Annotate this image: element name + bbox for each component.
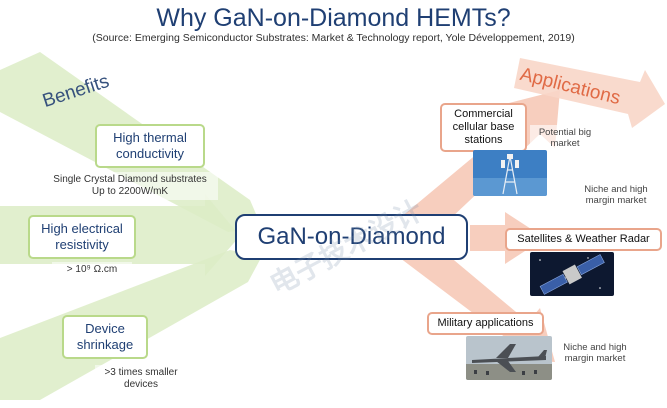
application-cellular-base-stations: Commercial cellular base stations: [440, 103, 527, 152]
application-cellular-base-stations-note: Potential big market: [530, 125, 600, 151]
military-aircraft-photo: [466, 336, 552, 380]
cell-tower-photo: [473, 150, 547, 196]
application-military-note: Niche and high margin market: [560, 340, 630, 366]
application-satellites-weather-radar: Satellites & Weather Radar: [505, 228, 662, 251]
gan-on-diamond-center-box: GaN-on-Diamond: [235, 214, 468, 260]
benefit-electrical-resistivity: High electrical resistivity: [28, 215, 136, 259]
satellite-photo: [530, 252, 614, 296]
benefit-device-shrinkage-note: >3 times smaller devices: [95, 365, 187, 393]
page-title: Why GaN-on-Diamond HEMTs?: [156, 4, 511, 32]
page-subtitle: (Source: Emerging Semiconductor Substrat…: [92, 32, 575, 44]
benefit-electrical-resistivity-note: > 10⁹ Ω.cm: [52, 262, 132, 278]
applications-header-arrow: [514, 58, 665, 128]
application-military: Military applications: [427, 312, 544, 335]
application-satellites-weather-radar-note: Niche and high margin market: [578, 182, 654, 208]
benefit-thermal-conductivity-note: Single Crystal Diamond substrates Up to …: [42, 172, 218, 200]
benefit-device-shrinkage: Device shrinkage: [62, 315, 148, 359]
benefit-thermal-conductivity: High thermal conductivity: [95, 124, 205, 168]
